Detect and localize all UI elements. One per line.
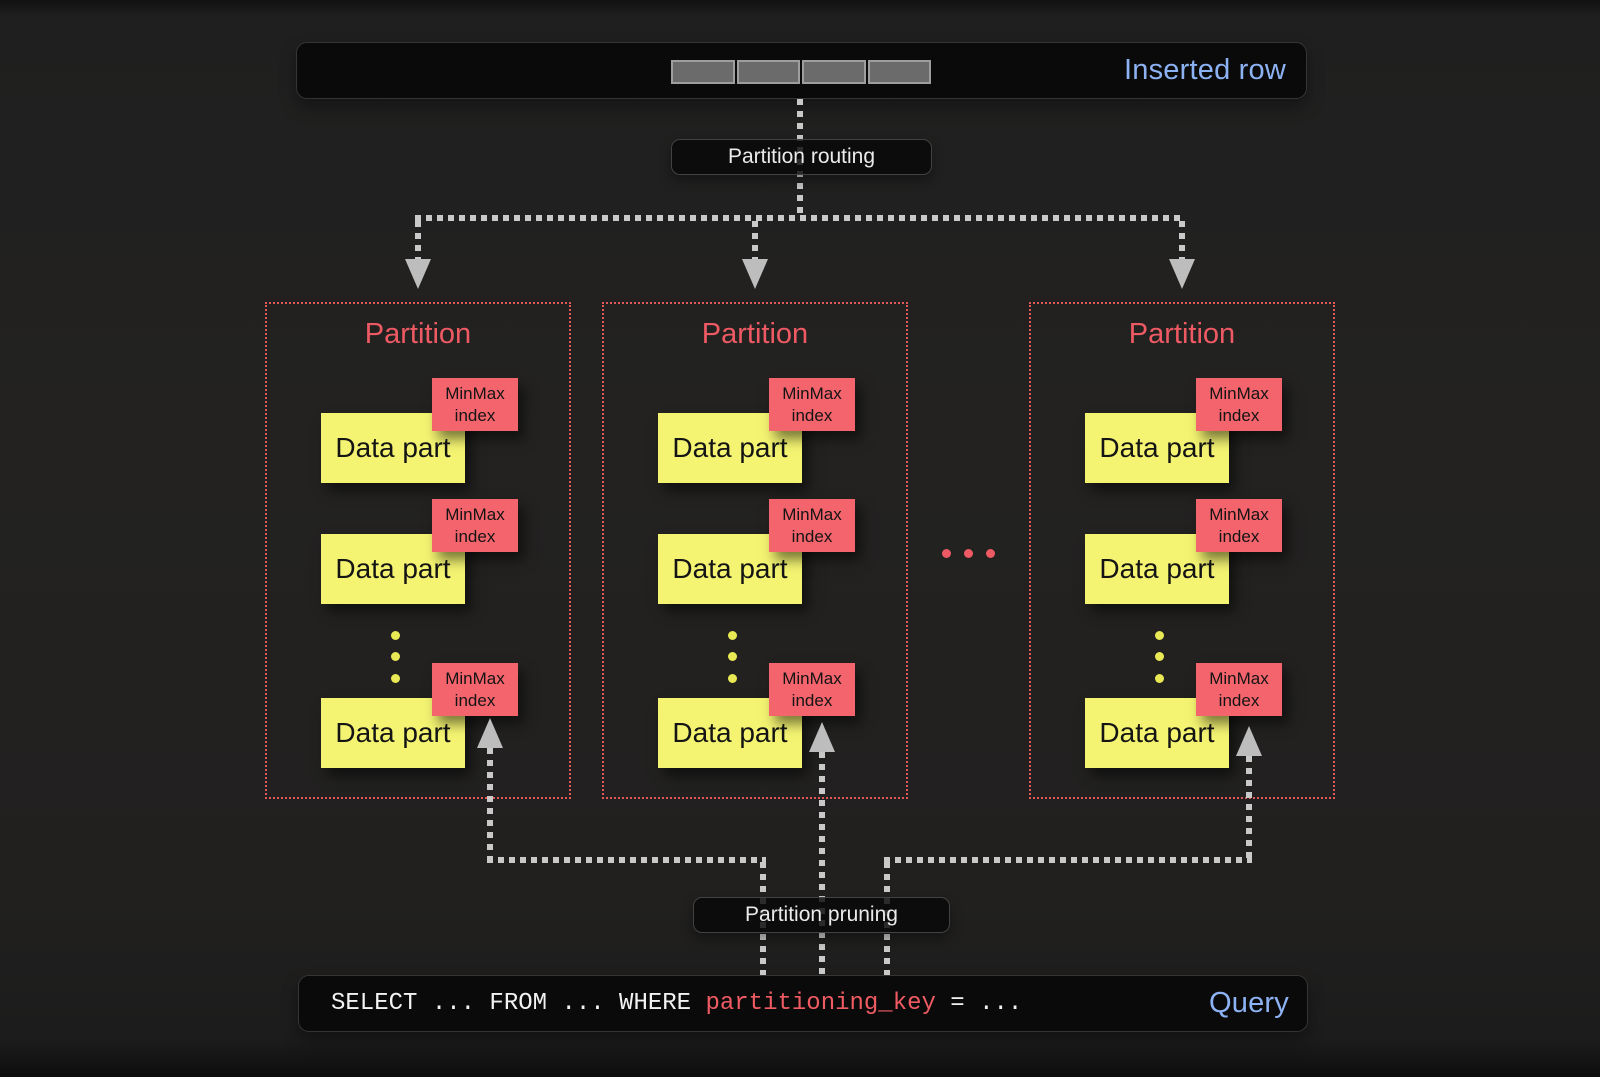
more-partitions-ellipsis-dot <box>964 549 973 558</box>
row-segment <box>736 60 800 84</box>
minmax-index-badge: MinMax index <box>432 663 518 716</box>
minmax-index-badge: MinMax index <box>432 499 518 552</box>
arrow-up-icon <box>809 722 835 752</box>
minmax-index-badge: MinMax index <box>1196 499 1282 552</box>
more-parts-dot <box>391 631 400 640</box>
more-parts-dot <box>1155 631 1164 640</box>
minmax-index-badge: MinMax index <box>432 378 518 431</box>
data-part: Data part <box>321 698 465 768</box>
pruning-rise-line-1 <box>487 748 493 860</box>
minmax-index-badge: MinMax index <box>1196 663 1282 716</box>
arrow-up-icon <box>1236 726 1262 756</box>
arrow-up-icon <box>477 718 503 748</box>
partition-routing-label: Partition routing <box>671 139 932 175</box>
minmax-index-badge: MinMax index <box>769 378 855 431</box>
arrow-down-icon <box>405 259 431 289</box>
query-code: SELECT ... FROM ... WHERE partitioning_k… <box>331 990 1022 1017</box>
query-code-prefix: SELECT ... FROM ... WHERE <box>331 990 706 1017</box>
query-bar: SELECT ... FROM ... WHERE partitioning_k… <box>298 975 1308 1032</box>
more-parts-dot <box>1155 674 1164 683</box>
more-partitions-ellipsis-dot <box>986 549 995 558</box>
pruning-rise-line-2 <box>819 752 825 975</box>
more-parts-dot <box>728 631 737 640</box>
partition-title: Partition <box>1128 318 1236 350</box>
query-label: Query <box>1209 987 1289 1019</box>
partition-title: Partition <box>364 318 472 350</box>
arrow-down-icon <box>742 259 768 289</box>
partition-pruning-text: Partition pruning <box>745 903 898 926</box>
partition-title: Partition <box>701 318 809 350</box>
row-segments <box>671 60 931 84</box>
pruning-rise-line-3 <box>1246 756 1252 860</box>
arrow-down-icon <box>1169 259 1195 289</box>
inserted-row-bar: Inserted row <box>296 42 1307 99</box>
partition-box-2: Partition Data part MinMax index Data pa… <box>602 302 908 799</box>
routing-drop-line-1 <box>415 221 421 259</box>
row-segment <box>802 60 866 84</box>
query-code-suffix: = ... <box>935 990 1023 1017</box>
partition-box-1: Partition Data part MinMax index Data pa… <box>265 302 571 799</box>
query-partitioning-key: partitioning_key <box>705 990 936 1017</box>
partition-pruning-label: Partition pruning <box>693 897 950 933</box>
more-parts-dot <box>728 674 737 683</box>
routing-drop-line-3 <box>1179 221 1185 259</box>
pruning-branch-line-right <box>884 857 1252 863</box>
more-partitions-ellipsis-dot <box>942 549 951 558</box>
partition-routing-text: Partition routing <box>727 145 876 168</box>
more-parts-dot <box>391 652 400 661</box>
row-segment <box>867 60 931 84</box>
routing-drop-line-2 <box>752 221 758 259</box>
more-parts-dot <box>391 674 400 683</box>
partition-box-3: Partition Data part MinMax index Data pa… <box>1029 302 1335 799</box>
routing-branch-line <box>415 215 1185 221</box>
data-part: Data part <box>1085 413 1229 483</box>
minmax-index-badge: MinMax index <box>769 663 855 716</box>
more-parts-dot <box>1155 652 1164 661</box>
pruning-branch-line-left <box>487 857 766 863</box>
more-parts-dot <box>728 652 737 661</box>
minmax-index-badge: MinMax index <box>1196 378 1282 431</box>
minmax-index-badge: MinMax index <box>769 499 855 552</box>
row-segment <box>671 60 735 84</box>
inserted-row-label: Inserted row <box>1124 54 1286 86</box>
